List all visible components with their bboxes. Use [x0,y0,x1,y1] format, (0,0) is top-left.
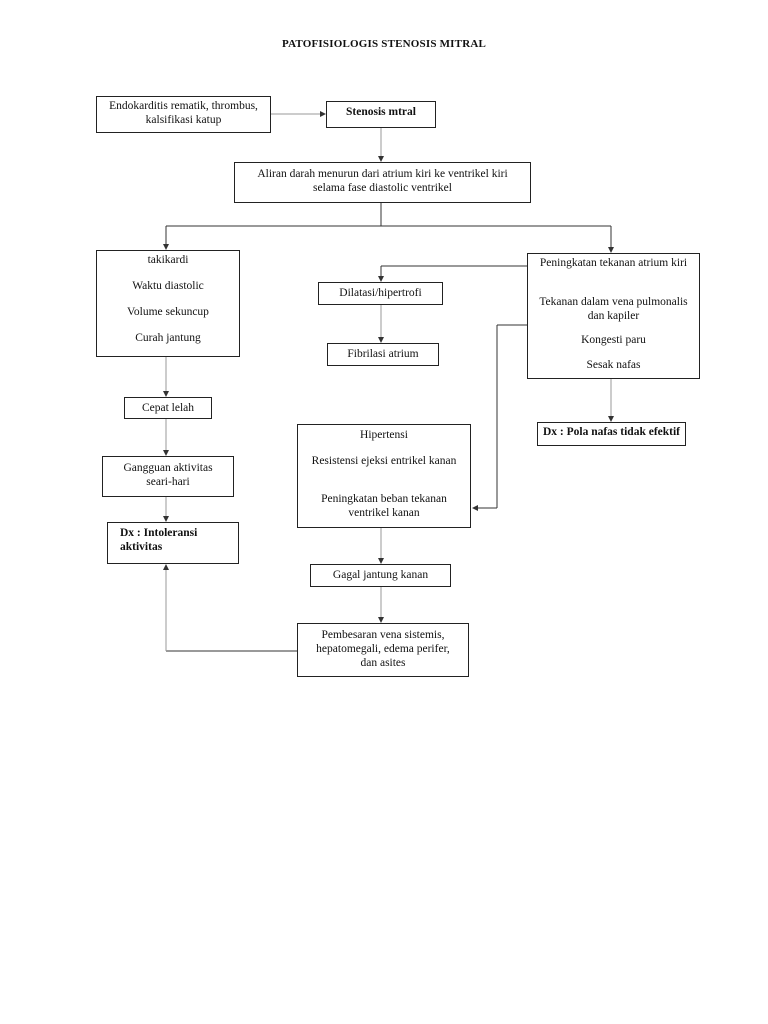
etiologi-label: Endokarditis rematik, thrombus, kalsifik… [109,100,258,126]
dx-intoleransi-node: Dx : Intoleransi aktivitas [107,522,239,564]
gangguan-label: Gangguan aktivitas seari-hari [123,462,213,488]
tekanan-vena-label: Tekanan dalam vena pulmonalis dan kapile… [539,296,688,322]
waktu-diastolic-label: Waktu diastolic [132,280,204,292]
stenosis-node: Stenosis mtral [326,101,436,128]
peningkatan-atrium-node: Peningkatan tekanan atrium kiri Tekanan … [527,253,700,379]
volume-sekuncup-label: Volume sekuncup [127,306,209,318]
fibrilasi-node: Fibrilasi atrium [327,343,439,366]
stenosis-label: Stenosis mtral [346,106,416,118]
peningkatan-beban-label: Peningkatan beban tekanan ventrikel kana… [321,493,447,519]
fibrilasi-label: Fibrilasi atrium [347,348,419,360]
cepat-lelah-label: Cepat lelah [141,402,195,414]
dx-pola-label: Dx : Pola nafas tidak efektif [542,426,681,438]
hipertensi-label: Hipertensi [360,429,408,441]
curah-jantung-label: Curah jantung [135,332,201,344]
dilatasi-label: Dilatasi/hipertrofi [339,287,422,299]
sesak-label: Sesak nafas [586,359,641,371]
aliran-node: Aliran darah menurun dari atrium kiri ke… [234,162,531,203]
hipertensi-node: Hipertensi Resistensi ejeksi entrikel ka… [297,424,471,528]
peningkatan-atrium-label: Peningkatan tekanan atrium kiri [539,257,688,269]
aliran-label: Aliran darah menurun dari atrium kiri ke… [257,168,508,194]
pembesaran-label: Pembesaran vena sistemis, hepatomegali, … [316,629,450,669]
dx-pola-node: Dx : Pola nafas tidak efektif [537,422,686,446]
kongesti-label: Kongesti paru [581,334,646,346]
takikardi-label: takikardi [147,254,189,266]
takikardi-node: takikardi Waktu diastolic Volume sekuncu… [96,250,240,357]
dx-intoleransi-label: Dx : Intoleransi aktivitas [120,527,198,553]
gagal-jantung-node: Gagal jantung kanan [310,564,451,587]
etiologi-node: Endokarditis rematik, thrombus, kalsifik… [96,96,271,133]
cepat-lelah-node: Cepat lelah [124,397,212,419]
pembesaran-node: Pembesaran vena sistemis, hepatomegali, … [297,623,469,677]
page-title: PATOFISIOLOGIS STENOSIS MITRAL [281,38,487,50]
gangguan-node: Gangguan aktivitas seari-hari [102,456,234,497]
gagal-jantung-label: Gagal jantung kanan [332,569,429,581]
dilatasi-node: Dilatasi/hipertrofi [318,282,443,305]
resistensi-label: Resistensi ejeksi entrikel kanan [311,455,457,467]
